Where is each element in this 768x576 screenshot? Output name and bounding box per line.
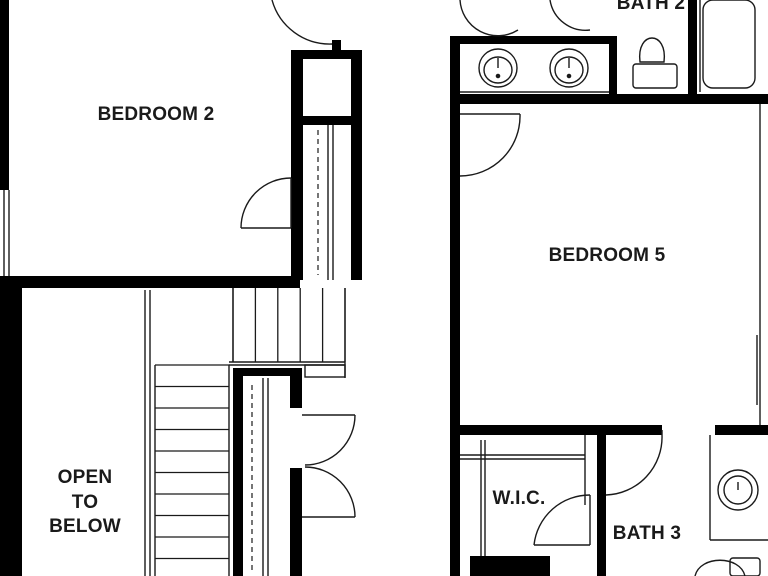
open-to-below-line-3: BELOW [49,516,121,537]
open-to-below-line-2: TO [72,492,98,513]
room-label-wic: W.I.C. [493,488,546,509]
room-label-bedroom-5: BEDROOM 5 [549,245,666,266]
stair-treads [155,288,346,560]
sink-icon [549,48,589,88]
closet-rods [251,130,319,570]
sink-icon [478,48,518,88]
sink-icon [717,469,759,511]
open-to-below-line-1: OPEN [58,467,113,488]
room-label-bedroom-2: BEDROOM 2 [98,104,215,125]
doors [240,0,663,546]
toilet-icon [632,37,678,89]
toilet-icon [694,557,761,576]
room-label-bath-2: BATH 2 [617,0,685,14]
room-label-bath-3: BATH 3 [613,523,681,544]
thin-lines [3,0,768,576]
